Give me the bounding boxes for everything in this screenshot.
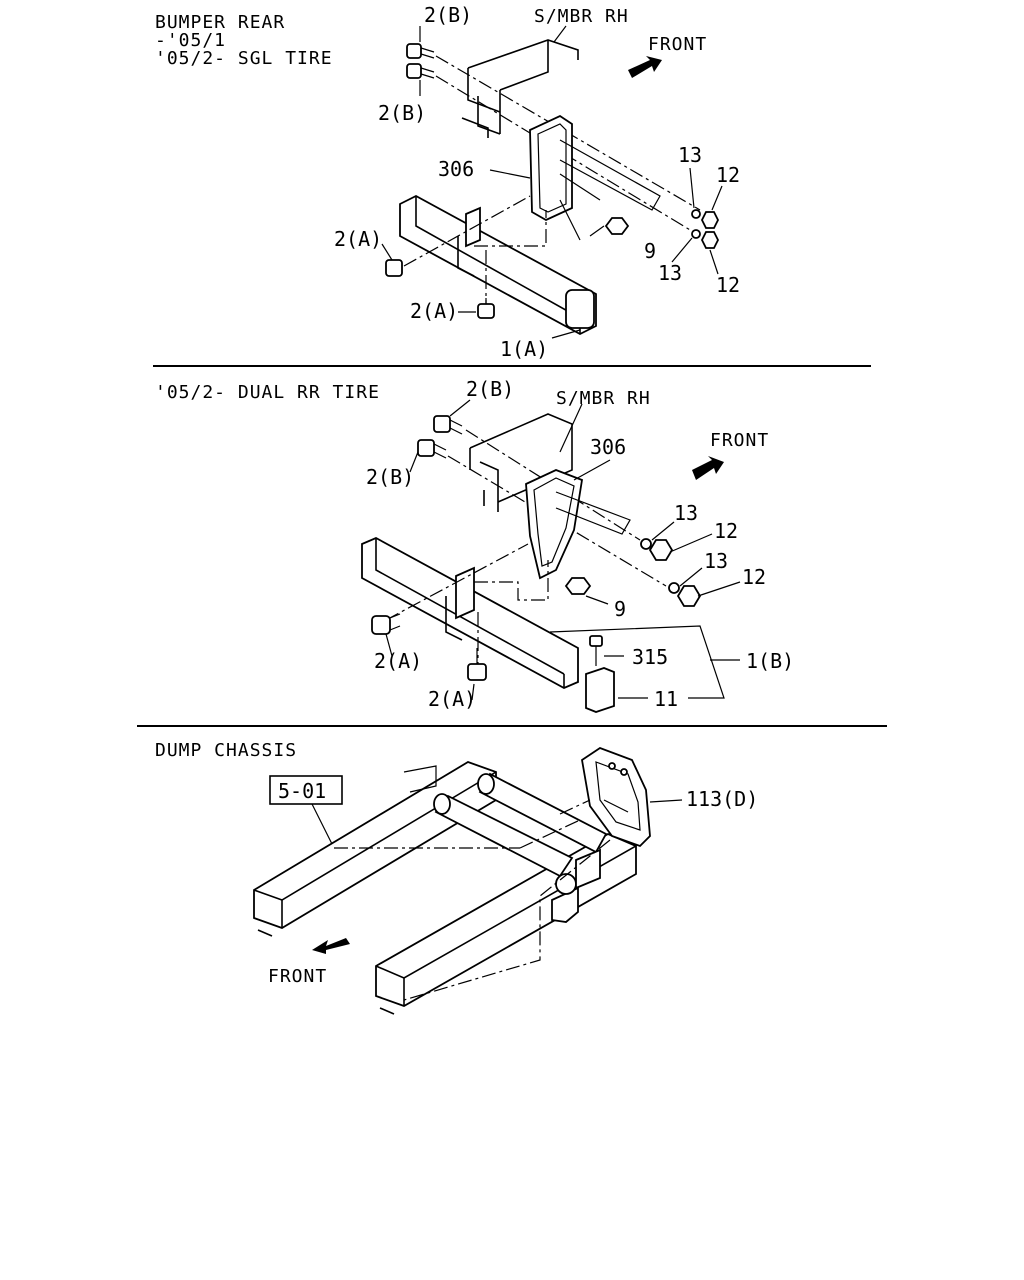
nut-icon — [676, 585, 702, 607]
label-front: FRONT — [648, 34, 707, 55]
washer-icon — [691, 229, 701, 239]
label-bolt-2b: 2(B) — [378, 101, 426, 125]
label-bolt-2a: 2(A) — [428, 687, 476, 711]
label-front: FRONT — [268, 966, 327, 987]
nut-icon — [604, 217, 630, 235]
bolt-icon — [371, 613, 401, 635]
bracket-306 — [525, 469, 631, 580]
label-washer-13: 13 — [658, 261, 682, 285]
label-nut-12: 12 — [716, 273, 740, 297]
nut-icon — [648, 539, 674, 561]
section-dump-chassis: DUMP CHASSIS 5-01 — [155, 740, 758, 1015]
bracket-306 — [529, 114, 661, 222]
bolt-icon — [417, 439, 447, 459]
washer-icon — [640, 538, 652, 550]
section-heading-line: -'05/1 — [155, 30, 226, 51]
label-side-member: S/MBR RH — [534, 6, 629, 27]
section-heading-line: DUMP CHASSIS — [155, 740, 297, 761]
label-bracket-306: 306 — [438, 157, 474, 181]
label-bolt-2a: 2(A) — [334, 227, 382, 251]
label-bumper-1a: 1(A) — [500, 337, 548, 361]
bolt-icon — [467, 648, 487, 681]
rubber-pad-11 — [585, 667, 615, 713]
nut-icon — [700, 211, 720, 229]
label-bracket-113d: 113(D) — [686, 787, 758, 811]
label-nut-9: 9 — [644, 239, 656, 263]
bolt-icon — [406, 43, 435, 59]
label-bolt-2b: 2(B) — [366, 465, 414, 489]
label-bolt-2a: 2(A) — [410, 299, 458, 323]
nut-icon — [700, 231, 720, 249]
label-nut-12: 12 — [714, 519, 738, 543]
label-nut-12: 12 — [742, 565, 766, 589]
section-heading-line: BUMPER REAR — [155, 12, 285, 33]
bolt-icon — [385, 259, 403, 277]
bumper-1b — [361, 537, 579, 689]
section-sgl-tire: BUMPER REAR -'05/1 '05/2- SGL TIRE — [155, 3, 740, 361]
cross-member — [433, 772, 608, 878]
label-nut-12: 12 — [716, 163, 740, 187]
section-dual-tire: '05/2- DUAL RR TIRE — [155, 377, 794, 713]
label-washer-13: 13 — [674, 501, 698, 525]
bolt-315-icon — [589, 635, 603, 666]
label-pad-11: 11 — [654, 687, 678, 711]
label-bolt-2a: 2(A) — [374, 649, 422, 673]
section-heading-line: '05/2- DUAL RR TIRE — [155, 382, 380, 403]
washer-icon — [691, 209, 701, 219]
bolt-icon — [433, 415, 463, 435]
bracket-113d — [581, 746, 651, 848]
label-side-member: S/MBR RH — [556, 388, 651, 409]
washer-icon — [668, 582, 680, 594]
label-nut-9: 9 — [614, 597, 626, 621]
label-bolt-2b: 2(B) — [424, 3, 472, 27]
nut-icon — [564, 577, 592, 595]
bolt-icon — [406, 63, 435, 79]
bolt-icon — [477, 298, 495, 319]
section-heading-line: '05/2- SGL TIRE — [155, 48, 333, 69]
label-bumper-1b: 1(B) — [746, 649, 794, 673]
front-arrow-icon — [312, 938, 350, 954]
label-bracket-306: 306 — [590, 435, 626, 459]
label-washer-13: 13 — [678, 143, 702, 167]
front-arrow-icon — [692, 456, 724, 480]
reference-box: 5-01 — [269, 775, 343, 849]
label-washer-13: 13 — [704, 549, 728, 573]
label-bolt-2b: 2(B) — [466, 377, 514, 401]
front-arrow-icon — [628, 56, 662, 78]
label-bolt-315: 315 — [632, 645, 668, 669]
label-reference-5-01: 5-01 — [278, 779, 326, 803]
rail-bracket — [551, 848, 601, 923]
label-front: FRONT — [710, 430, 769, 451]
